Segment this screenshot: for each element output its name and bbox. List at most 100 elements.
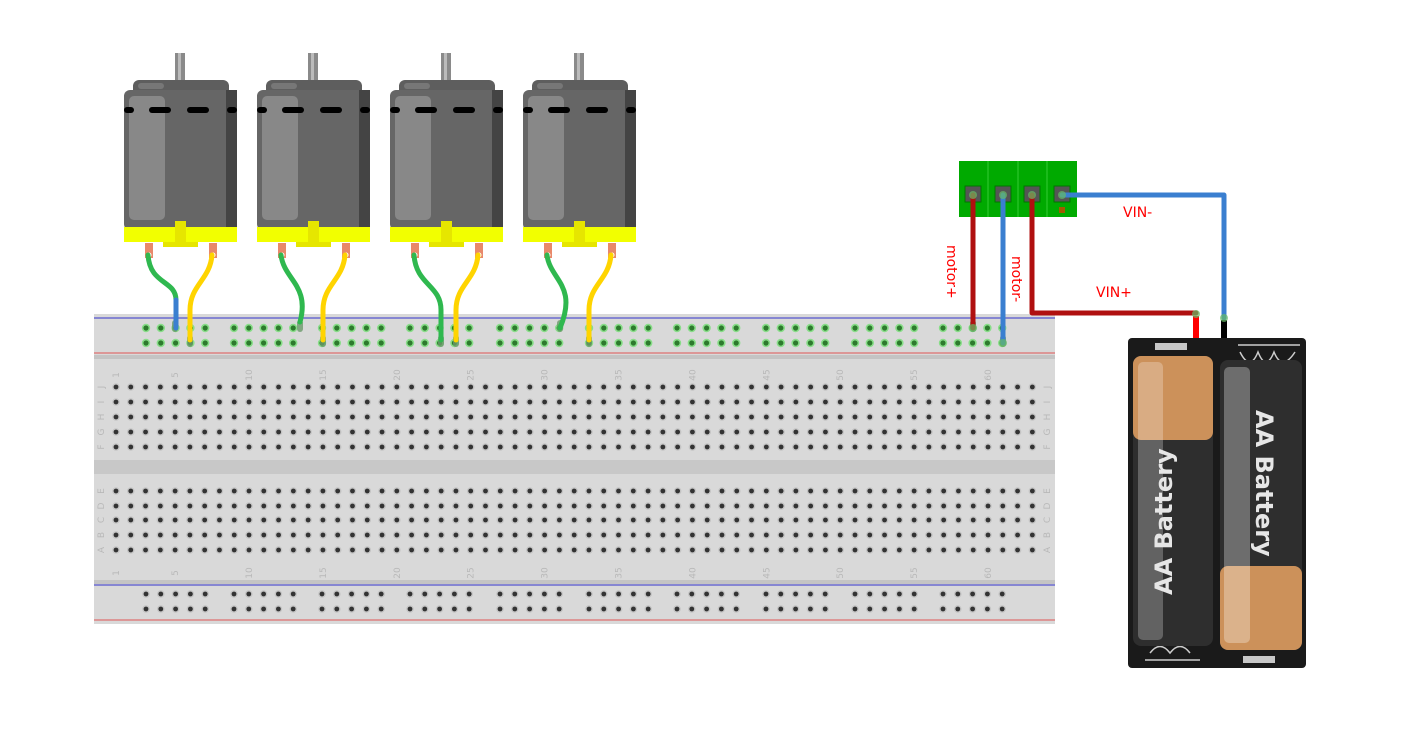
breadboard-hole[interactable] [453,429,459,435]
rail-hole[interactable] [778,325,784,331]
breadboard-hole[interactable] [290,429,296,435]
breadboard-hole[interactable] [690,414,695,420]
breadboard-hole[interactable] [867,444,873,450]
breadboard-hole[interactable] [645,547,651,553]
rail-hole[interactable] [586,591,592,597]
breadboard-hole[interactable] [926,414,932,420]
breadboard-hole[interactable] [261,488,267,494]
rail-hole[interactable] [896,325,903,331]
rail-hole[interactable] [231,606,237,612]
breadboard-hole[interactable] [423,503,429,509]
rail-hole[interactable] [202,591,208,597]
breadboard-hole[interactable] [364,517,370,523]
breadboard-hole[interactable] [290,384,296,390]
breadboard-hole[interactable] [231,517,237,523]
breadboard-hole[interactable] [630,532,636,538]
breadboard-hole[interactable] [749,429,754,435]
breadboard-hole[interactable] [704,503,710,509]
breadboard-hole[interactable] [542,429,548,435]
breadboard-hole[interactable] [911,414,917,420]
breadboard-hole[interactable] [172,444,178,450]
breadboard-hole[interactable] [763,488,769,494]
breadboard-hole[interactable] [823,444,828,450]
breadboard-hole[interactable] [690,517,695,523]
breadboard-hole[interactable] [852,517,858,523]
breadboard-hole[interactable] [704,547,710,553]
breadboard-hole[interactable] [601,503,607,509]
breadboard-hole[interactable] [320,429,326,435]
rail-hole[interactable] [852,340,858,346]
breadboard-hole[interactable] [276,444,281,450]
breadboard-hole[interactable] [246,399,252,405]
rail-hole[interactable] [497,340,503,346]
breadboard-hole[interactable] [778,547,784,553]
breadboard-hole[interactable] [497,429,503,435]
breadboard-hole[interactable] [497,532,503,538]
rail-hole[interactable] [793,325,799,331]
breadboard-hole[interactable] [793,384,799,390]
breadboard-hole[interactable] [483,384,488,390]
breadboard-hole[interactable] [749,414,754,420]
breadboard-hole[interactable] [911,444,917,450]
breadboard-hole[interactable] [867,488,873,494]
breadboard-hole[interactable] [231,503,237,509]
breadboard-hole[interactable] [630,444,636,450]
breadboard-hole[interactable] [557,488,562,494]
rail-hole[interactable] [202,340,208,346]
breadboard-hole[interactable] [364,444,370,450]
breadboard-hole[interactable] [1029,429,1035,435]
breadboard-hole[interactable] [453,547,459,553]
breadboard-hole[interactable] [690,444,695,450]
breadboard-hole[interactable] [970,399,976,405]
breadboard-hole[interactable] [763,517,769,523]
breadboard-hole[interactable] [616,547,621,553]
breadboard-hole[interactable] [438,444,444,450]
rail-hole[interactable] [143,340,149,346]
rail-hole[interactable] [940,340,946,346]
breadboard-hole[interactable] [409,547,414,553]
breadboard-hole[interactable] [852,532,858,538]
breadboard-hole[interactable] [364,429,370,435]
breadboard-hole[interactable] [616,503,621,509]
breadboard-hole[interactable] [571,503,577,509]
breadboard-hole[interactable] [793,444,799,450]
breadboard-hole[interactable] [276,414,281,420]
breadboard-hole[interactable] [660,503,666,509]
breadboard-hole[interactable] [601,429,607,435]
breadboard-hole[interactable] [778,384,784,390]
breadboard-hole[interactable] [586,444,592,450]
breadboard-hole[interactable] [719,399,725,405]
rail-hole[interactable] [319,591,325,597]
breadboard-hole[interactable] [586,488,592,494]
rail-hole[interactable] [882,340,888,346]
rail-hole[interactable] [689,325,695,331]
breadboard-hole[interactable] [143,429,148,435]
rail-hole[interactable] [940,606,946,612]
breadboard-hole[interactable] [512,547,518,553]
breadboard-hole[interactable] [320,444,326,450]
breadboard-hole[interactable] [261,399,267,405]
breadboard-hole[interactable] [1000,444,1006,450]
rail-hole[interactable] [719,591,724,597]
breadboard-hole[interactable] [1029,414,1035,420]
breadboard-hole[interactable] [749,399,754,405]
breadboard-hole[interactable] [290,414,296,420]
breadboard-hole[interactable] [571,384,577,390]
breadboard-hole[interactable] [616,399,621,405]
breadboard-hole[interactable] [217,532,222,538]
breadboard-hole[interactable] [453,399,459,405]
breadboard-hole[interactable] [690,488,695,494]
rail-hole[interactable] [231,325,237,331]
breadboard-hole[interactable] [512,503,518,509]
breadboard-hole[interactable] [970,414,976,420]
breadboard-hole[interactable] [586,429,592,435]
breadboard-hole[interactable] [364,488,370,494]
breadboard-hole[interactable] [645,399,651,405]
breadboard-hole[interactable] [867,384,873,390]
breadboard-hole[interactable] [630,547,636,553]
breadboard-hole[interactable] [1015,503,1020,509]
breadboard-hole[interactable] [557,414,562,420]
rail-hole[interactable] [867,591,873,597]
breadboard-hole[interactable] [512,429,518,435]
breadboard-hole[interactable] [468,414,474,420]
